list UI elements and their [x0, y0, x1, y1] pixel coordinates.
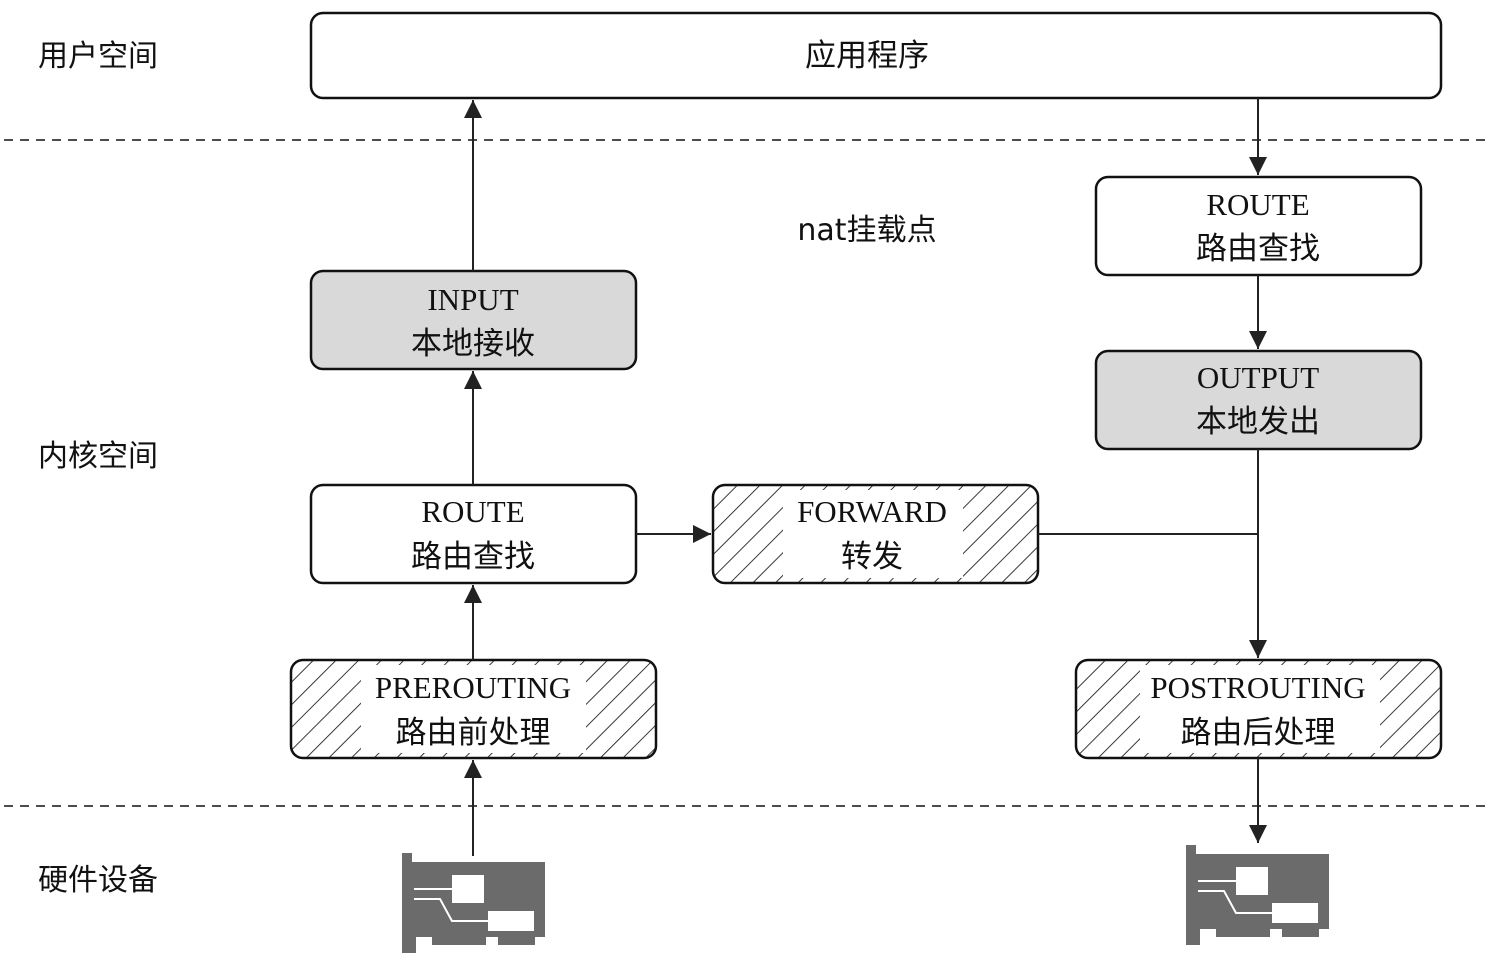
- node-application: 应用程序: [309, 11, 1443, 100]
- zone-label-hardware: 硬件设备: [38, 863, 158, 898]
- node-output: OUTPUT 本地发出: [1094, 349, 1423, 451]
- node-prerouting-zh: 路由前处理: [396, 715, 551, 751]
- node-postrouting-en: POSTROUTING: [1150, 670, 1365, 705]
- node-output-en: OUTPUT: [1197, 360, 1319, 395]
- node-input-en: INPUT: [427, 282, 518, 317]
- node-forward-zh: 转发: [841, 539, 903, 575]
- zone-label-user-space: 用户空间: [38, 39, 158, 74]
- node-route-input: ROUTE 路由查找: [309, 483, 638, 585]
- node-prerouting-en: PREROUTING: [375, 670, 571, 705]
- node-prerouting: PREROUTING 路由前处理: [289, 658, 658, 760]
- node-forward: FORWARD 转发: [711, 483, 1040, 585]
- nic-card-icon: [1186, 845, 1329, 945]
- node-route-output: ROUTE 路由查找: [1094, 175, 1423, 277]
- node-forward-en: FORWARD: [797, 494, 947, 529]
- node-route-input-en: ROUTE: [421, 494, 524, 529]
- node-output-zh: 本地发出: [1196, 404, 1320, 440]
- node-route-output-en: ROUTE: [1206, 187, 1309, 222]
- node-postrouting: POSTROUTING 路由后处理: [1074, 658, 1443, 760]
- diagram-caption: nat挂载点: [797, 213, 936, 248]
- node-route-output-zh: 路由查找: [1196, 231, 1320, 267]
- node-application-label: 应用程序: [805, 38, 929, 74]
- node-postrouting-zh: 路由后处理: [1181, 715, 1336, 751]
- node-input: INPUT 本地接收: [309, 269, 638, 371]
- zone-label-kernel-space: 内核空间: [38, 439, 158, 474]
- node-input-zh: 本地接收: [411, 326, 535, 362]
- nic-card-icon: [402, 853, 545, 953]
- node-route-input-zh: 路由查找: [411, 539, 535, 575]
